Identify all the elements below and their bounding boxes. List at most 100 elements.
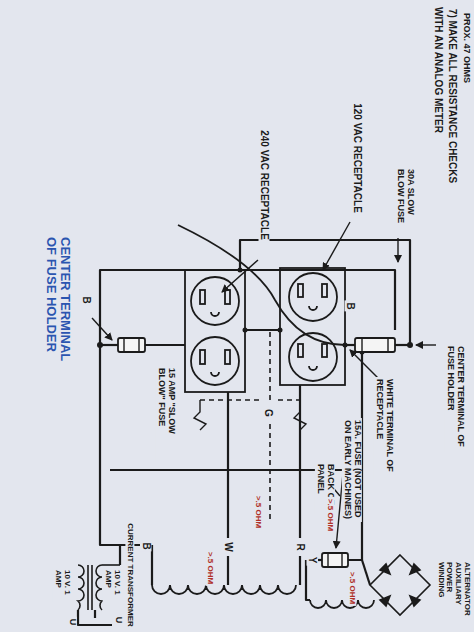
terminal-dot — [407, 342, 413, 348]
ground-symbol — [294, 400, 306, 430]
receptacle-120 — [298, 284, 303, 297]
stator-winding — [152, 585, 296, 594]
terminal-dot — [238, 268, 243, 273]
fuse-end-cap — [362, 338, 388, 352]
current-transformer — [78, 565, 120, 610]
leader-line — [222, 260, 258, 292]
receptacle-120 — [280, 268, 345, 385]
wire-letter: R — [295, 541, 306, 552]
receptacle-120 — [298, 344, 303, 357]
fuse-end-cap — [328, 553, 342, 567]
wire — [100, 345, 140, 545]
rating-label: 10 V. 1 AMP — [103, 568, 121, 602]
wire — [306, 560, 310, 600]
part-label: 240 VAC RECEPTACLE — [259, 128, 270, 242]
wire — [227, 392, 229, 538]
ground-lead — [269, 424, 271, 520]
receptacle-240 — [225, 350, 230, 364]
wire-letter: Y — [307, 555, 318, 566]
leader-line — [397, 238, 398, 262]
part-label: CENTER TERMINAL OF FUSE HOLDER — [44, 235, 73, 365]
wire-curve — [178, 225, 345, 345]
leader-line — [323, 222, 350, 270]
wire — [227, 556, 229, 585]
receptacle-240 — [200, 290, 205, 304]
wire-letter: U — [67, 617, 77, 628]
bridge-rectifier — [370, 555, 430, 615]
leader-line — [92, 222, 436, 548]
receptacle-120 — [309, 366, 317, 370]
wire-letter: U — [113, 615, 123, 626]
receptacle-120 — [289, 273, 337, 321]
part-label: 120 VAC RECEPTACLE — [352, 101, 363, 215]
fuse — [322, 553, 348, 567]
wire-letter: G — [263, 407, 274, 419]
wire — [299, 556, 301, 585]
part-label: CENTER TERMINAL OF FUSE HOLDER — [445, 344, 465, 452]
wire — [110, 469, 345, 471]
fuse-end-cap — [124, 338, 139, 352]
part-label: WHITE TERMINAL OF RECEPTACLE — [374, 377, 394, 479]
wire-letter: B — [345, 300, 356, 311]
ground-symbol — [194, 400, 206, 430]
fuse — [118, 338, 145, 352]
receptacle-120 — [322, 344, 327, 357]
resistance-value: >.5 OHM — [206, 550, 215, 586]
wire — [119, 545, 121, 565]
note-text: 7) MAKE ALL RESISTANCE CHECKS — [447, 7, 458, 185]
fuse — [118, 338, 395, 567]
receptacle-120 — [289, 333, 337, 381]
receptacle-240 — [185, 270, 245, 392]
receptacle-120 — [280, 268, 345, 385]
current-transformer — [88, 565, 92, 610]
receptacle-120 — [309, 306, 317, 310]
terminal-dot — [97, 268, 413, 355]
terminal-dot — [278, 328, 283, 333]
ground-lead — [269, 332, 271, 402]
wire-letter: B — [141, 540, 152, 551]
wire — [362, 560, 370, 585]
leader-line — [92, 318, 112, 340]
part-label: 30A SLOW BLOW FUSE — [395, 167, 415, 233]
fuse-end-cap — [124, 338, 388, 567]
terminal-dot — [97, 342, 103, 348]
ground-symbol — [194, 400, 306, 430]
note-text: WITH AN ANALOG METER — [433, 5, 444, 135]
bridge-rectifier — [370, 555, 430, 615]
part-label: CURRENT TRANSFORMER — [126, 521, 135, 629]
part-label: ALTERNATOR AUXILIARY POWER WINDING — [436, 560, 471, 620]
wire-letter: B — [81, 294, 92, 305]
wire — [245, 329, 280, 331]
current-transformer — [102, 564, 120, 566]
wire-letter: W — [223, 540, 234, 553]
resistance-value: >.5 OHM — [254, 494, 263, 530]
wire — [78, 610, 112, 625]
current-transformer — [78, 565, 84, 610]
rating-label: 10 V. 1 AMP — [53, 568, 71, 602]
terminal-dot — [343, 343, 348, 348]
receptacle-240 — [185, 270, 245, 392]
wire — [100, 270, 395, 345]
note-text: PROX. 47 OHMS — [461, 11, 471, 85]
terminal-dot — [243, 328, 248, 333]
leader-line — [350, 350, 378, 378]
bridge-rectifier — [380, 564, 420, 606]
wire — [145, 344, 185, 346]
receptacle-240 — [225, 290, 230, 304]
wire — [240, 240, 410, 345]
wire — [94, 610, 96, 618]
part-label: 15A. FUSE (NOT USED ON EARLY MACHINES) — [342, 418, 362, 522]
ground-lead — [200, 399, 262, 401]
receptacle-120 — [322, 284, 327, 297]
receptacle-240 — [200, 350, 205, 364]
leader-line — [416, 344, 436, 345]
stator-winding — [152, 585, 374, 608]
resistance-value: >.5 OHM — [348, 570, 357, 606]
receptacle-240 — [191, 337, 239, 385]
fuse — [355, 338, 395, 352]
ground-lead — [278, 399, 300, 401]
resistance-value: >.5 OHM — [326, 497, 335, 533]
receptacle-240 — [211, 312, 219, 316]
current-transformer — [96, 565, 102, 610]
